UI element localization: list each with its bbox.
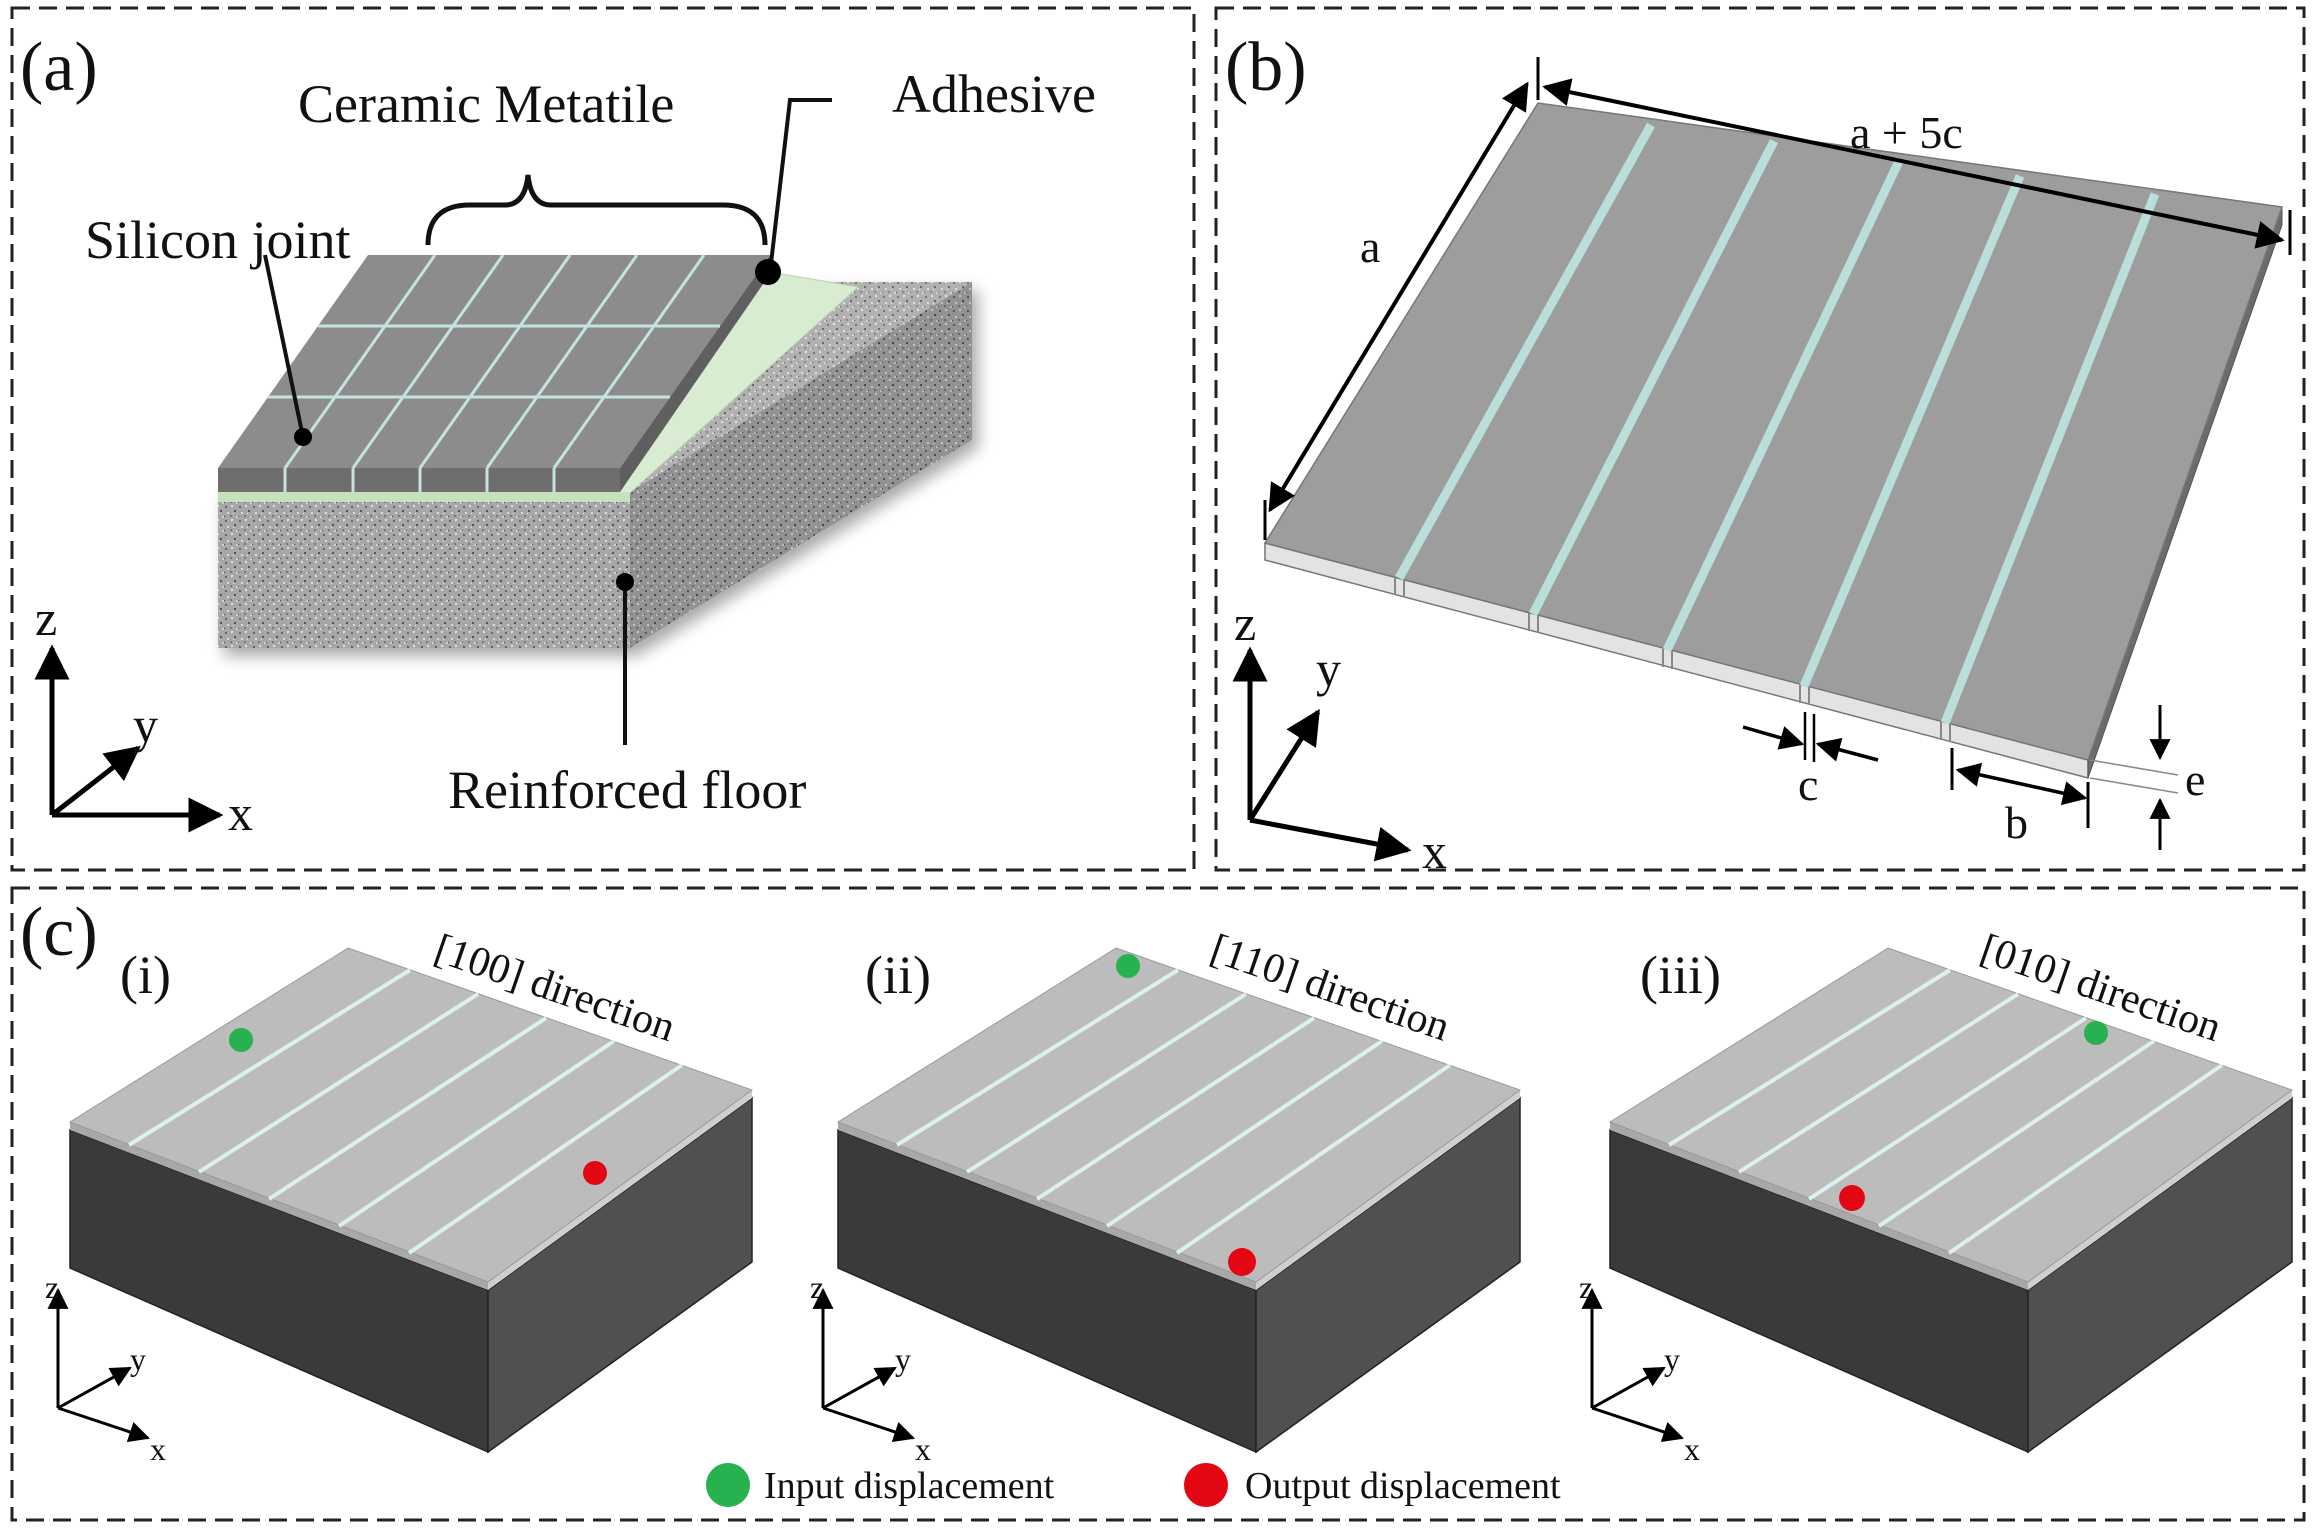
axis-b-z: z bbox=[1234, 595, 1256, 651]
panel-a: (a) bbox=[20, 29, 1096, 841]
floor-right-shade bbox=[630, 282, 972, 648]
axes-c-iii bbox=[1581, 1287, 1684, 1442]
slab-ii-right bbox=[1256, 1090, 1520, 1290]
dim-label-a: a bbox=[1360, 221, 1380, 272]
axis-a-x: x bbox=[228, 785, 253, 841]
silicon-joint-dot bbox=[294, 428, 312, 446]
legend-input-swatch bbox=[706, 1463, 750, 1507]
label-adhesive: Adhesive bbox=[892, 64, 1096, 124]
tile-array bbox=[218, 254, 770, 492]
dim-label-b: b bbox=[2005, 797, 2028, 848]
axis-c-iii-x: x bbox=[1684, 1431, 1700, 1467]
axis-c-ii-x: x bbox=[915, 1431, 931, 1467]
axis-c-i-z: z bbox=[45, 1269, 59, 1305]
slab-iii-right bbox=[2028, 1090, 2292, 1290]
subpanel-iii-label: (iii) bbox=[1640, 945, 1721, 1005]
axis-c-iii-z: z bbox=[1579, 1269, 1593, 1305]
silicon-joint-leader bbox=[263, 254, 305, 438]
dim-b bbox=[1955, 762, 2088, 806]
dim-c-arrow-right bbox=[1815, 737, 1879, 762]
panel-c-frame bbox=[10, 886, 2306, 1522]
input-point-ii bbox=[1116, 954, 1140, 978]
legend-output-label: Output displacement bbox=[1245, 1465, 1561, 1507]
dim-label-c: c bbox=[1798, 759, 1818, 810]
input-point-iii bbox=[2084, 1021, 2108, 1045]
slab-ii-front bbox=[838, 1122, 1256, 1290]
dim-a-plus-5c bbox=[1542, 78, 2285, 249]
floor-front-face bbox=[218, 492, 630, 648]
dim-e-guide-top bbox=[2089, 759, 2179, 776]
metatile-brace bbox=[425, 174, 768, 246]
slab-ii-joints bbox=[895, 968, 1452, 1255]
axis-a-y: y bbox=[133, 697, 158, 753]
slab-i-right bbox=[488, 1090, 752, 1290]
dim-a bbox=[1268, 81, 1529, 513]
tile-grid-edges bbox=[283, 468, 556, 492]
label-reinforced-floor: Reinforced floor bbox=[448, 760, 806, 820]
panel-c-label: (c) bbox=[20, 894, 98, 971]
output-point-i bbox=[583, 1161, 607, 1185]
axes-c-i bbox=[47, 1287, 150, 1442]
subpanel-ii-label: (ii) bbox=[865, 945, 931, 1005]
legend-input-label: Input displacement bbox=[764, 1465, 1055, 1507]
axis-c-ii-z: z bbox=[810, 1269, 824, 1305]
output-point-iii bbox=[1839, 1185, 1865, 1211]
subpanel-iii: (iii) [010] direction z y x bbox=[1579, 926, 2294, 1467]
axes-a bbox=[34, 644, 224, 833]
axis-a-z: z bbox=[35, 590, 57, 646]
axis-c-i-y: y bbox=[130, 1341, 146, 1377]
tile-grid bbox=[268, 254, 720, 469]
label-silicon-joint: Silicon joint bbox=[85, 210, 351, 270]
tile-array-side bbox=[620, 255, 770, 492]
dim-c-arrow-left bbox=[1742, 725, 1805, 750]
adhesive-leader bbox=[768, 98, 832, 273]
dim-label-e: e bbox=[2185, 754, 2205, 805]
label-ceramic-metatile: Ceramic Metatile bbox=[298, 74, 674, 134]
axis-b-y: y bbox=[1316, 641, 1341, 697]
slab-iii-joints bbox=[1667, 968, 2224, 1255]
slab-i-joints bbox=[127, 968, 684, 1255]
panel-c: (c) (i) [100] direction bbox=[20, 894, 2294, 1507]
input-point-i bbox=[229, 1028, 253, 1052]
axis-b-x: x bbox=[1422, 823, 1447, 879]
floor-dot bbox=[616, 573, 634, 591]
adhesive-edge bbox=[218, 493, 630, 502]
slab-iii-top bbox=[1608, 947, 2294, 1283]
slab-i-front bbox=[70, 1122, 488, 1290]
axis-c-i-x: x bbox=[150, 1431, 166, 1467]
axis-c-iii-y: y bbox=[1664, 1341, 1680, 1377]
dim-label-a-plus-5c: a + 5c bbox=[1850, 107, 1963, 158]
axes-b bbox=[1232, 646, 1412, 862]
legend: Input displacement Output displacement bbox=[706, 1463, 1561, 1507]
axes-c-ii bbox=[812, 1287, 915, 1442]
output-point-ii bbox=[1228, 1248, 1256, 1276]
subpanel-ii: (ii) [110] direction z y x bbox=[810, 926, 1522, 1467]
panel-a-label: (a) bbox=[20, 29, 98, 106]
dim-e-guide-bottom bbox=[2089, 777, 2179, 794]
legend-output-swatch bbox=[1184, 1463, 1228, 1507]
subpanel-i-label: (i) bbox=[120, 945, 171, 1005]
plate-joint-edges bbox=[1394, 577, 1951, 742]
panel-a-frame bbox=[10, 6, 1196, 872]
panel-b-frame bbox=[1214, 6, 2306, 872]
panel-b: (b) a + 5c a c bbox=[1225, 29, 2292, 879]
slab-iii-front bbox=[1610, 1122, 2028, 1290]
adhesive-dot bbox=[755, 259, 781, 285]
slab-ii-top bbox=[836, 947, 1522, 1283]
panel-b-label: (b) bbox=[1225, 29, 1307, 106]
subpanel-i: (i) [100] direction z y x bbox=[45, 926, 754, 1467]
axis-c-ii-y: y bbox=[895, 1341, 911, 1377]
